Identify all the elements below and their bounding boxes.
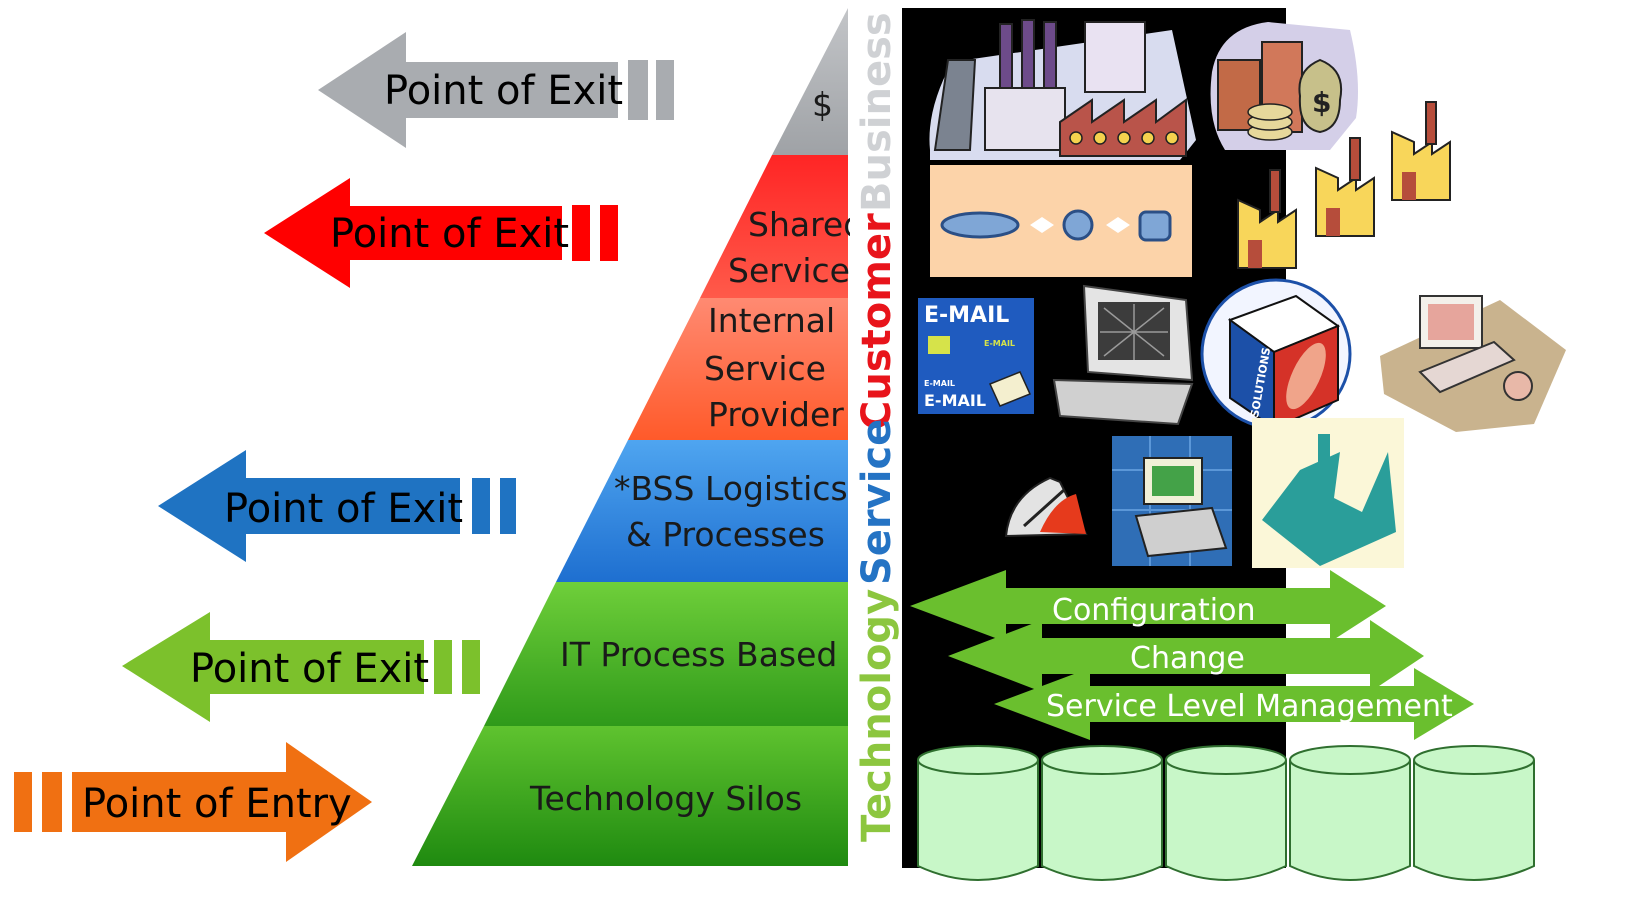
arrow-label: Point of Exit: [330, 211, 569, 257]
arrow-bar: [572, 205, 590, 261]
teal-figure-icon: [1252, 418, 1404, 568]
tier-label-processes: & Processes: [626, 515, 825, 554]
illustration-panel: $: [902, 8, 1566, 881]
pyramid-tier-it-process: [484, 582, 848, 726]
pyramid-tier-business: [772, 8, 848, 155]
email-line: E-MAIL: [924, 391, 986, 410]
small-factories-icon: [1237, 101, 1451, 269]
money-bag-symbol: $: [1312, 86, 1331, 119]
computer-terminal-icon: [1052, 284, 1194, 426]
arrow-label: Point of Exit: [190, 646, 429, 692]
entry-arrow: Point of Entry: [14, 742, 372, 862]
arrow-shape: [318, 32, 618, 148]
arrow-shape: [158, 450, 460, 562]
exit-arrow-technology: Point of Exit: [122, 612, 480, 722]
cylinder-body: [1413, 760, 1535, 881]
arrow-bar: [462, 640, 480, 694]
tier-label-it-process: IT Process Based: [560, 635, 837, 674]
band-label: Change: [1130, 641, 1245, 676]
database-cylinders: [917, 745, 1535, 881]
tier-label-dollar: $: [812, 85, 833, 124]
cylinder-cap: [1413, 745, 1535, 775]
arrow-bar: [434, 640, 452, 694]
tier-label-internal: Internal: [708, 301, 835, 340]
network-diagram-icon: [930, 165, 1192, 277]
arrow-label: Point of Exit: [384, 68, 623, 114]
email-title: E-MAIL: [924, 303, 1009, 328]
vertical-label-service: Service: [854, 419, 900, 585]
solutions-box-icon: SOLUTIONS: [1200, 278, 1352, 430]
globe-computer-icon: [1112, 436, 1232, 566]
database-cylinder-icon: [1289, 745, 1411, 881]
cylinder-body: [1165, 760, 1287, 881]
band-label: Configuration: [1052, 593, 1255, 628]
money-bag-icon: $: [1210, 22, 1358, 150]
vertical-label-business: Business: [854, 12, 900, 212]
exit-arrow-customer: Point of Exit: [264, 178, 618, 288]
arrow-shape: [72, 742, 372, 862]
process-band-configuration: Configuration: [910, 570, 1386, 642]
cylinder-cap: [1041, 745, 1163, 775]
desk-computer-icon: [1380, 295, 1566, 432]
process-band-change: Change: [948, 620, 1424, 692]
layer-column: Business Customer Service Technology: [850, 8, 900, 868]
arrow-bar: [628, 60, 648, 120]
arrow-bar: [14, 772, 32, 832]
database-cylinder-icon: [1165, 745, 1287, 881]
email-line: E-MAIL: [984, 339, 1015, 348]
factory-icon: [929, 19, 1196, 160]
layer-column-bg: [850, 8, 900, 868]
arrow-bar: [600, 205, 618, 261]
arrow-bar: [42, 772, 62, 832]
process-band-service-level-management: Service Level Management: [994, 668, 1474, 740]
exit-arrow-business: Point of Exit: [318, 32, 674, 148]
pyramid-tier-bss: [556, 440, 848, 582]
tier-label-service: Service: [728, 251, 850, 290]
tier-label-bss: *BSS Logistics: [614, 469, 848, 508]
tier-label-service-2: Service: [704, 349, 826, 388]
database-cylinder-icon: [1041, 745, 1163, 881]
arrow-shape: [122, 612, 424, 722]
arrow-label: Point of Exit: [224, 486, 463, 532]
cylinder-body: [1289, 760, 1411, 881]
arrow-bar: [472, 478, 490, 534]
tier-label-provider: Provider: [708, 395, 844, 434]
email-icon: E-MAIL E-MAIL E-MAIL E-MAIL: [918, 298, 1034, 414]
arrow-shape: [264, 178, 562, 288]
cylinder-body: [917, 760, 1039, 881]
gauge-icon: [1004, 476, 1088, 538]
arrow-bar: [656, 60, 674, 120]
cylinder-cap: [1289, 745, 1411, 775]
vertical-label-technology: Technology: [854, 589, 900, 842]
tier-label-shared: Shared: [748, 205, 864, 244]
cylinder-cap: [917, 745, 1039, 775]
tier-label-tech-silos: Technology Silos: [529, 779, 802, 818]
pyramid-tier-internal-provider: [628, 298, 848, 440]
service-pyramid: $ Shared Service Internal Service Provid…: [412, 8, 864, 866]
cylinder-body: [1041, 760, 1163, 881]
email-line: E-MAIL: [924, 379, 955, 388]
pyramid-tier-technology-silos: [412, 726, 848, 866]
arrow-bar: [500, 478, 516, 534]
band-label: Service Level Management: [1046, 689, 1453, 724]
exit-arrow-service: Point of Exit: [158, 450, 516, 562]
vertical-label-customer: Customer: [854, 213, 900, 430]
arrow-label: Point of Entry: [82, 781, 352, 827]
pyramid-tier-shared-service: [700, 155, 848, 298]
database-cylinder-icon: [917, 745, 1039, 881]
database-cylinder-icon: [1413, 745, 1535, 881]
cylinder-cap: [1165, 745, 1287, 775]
